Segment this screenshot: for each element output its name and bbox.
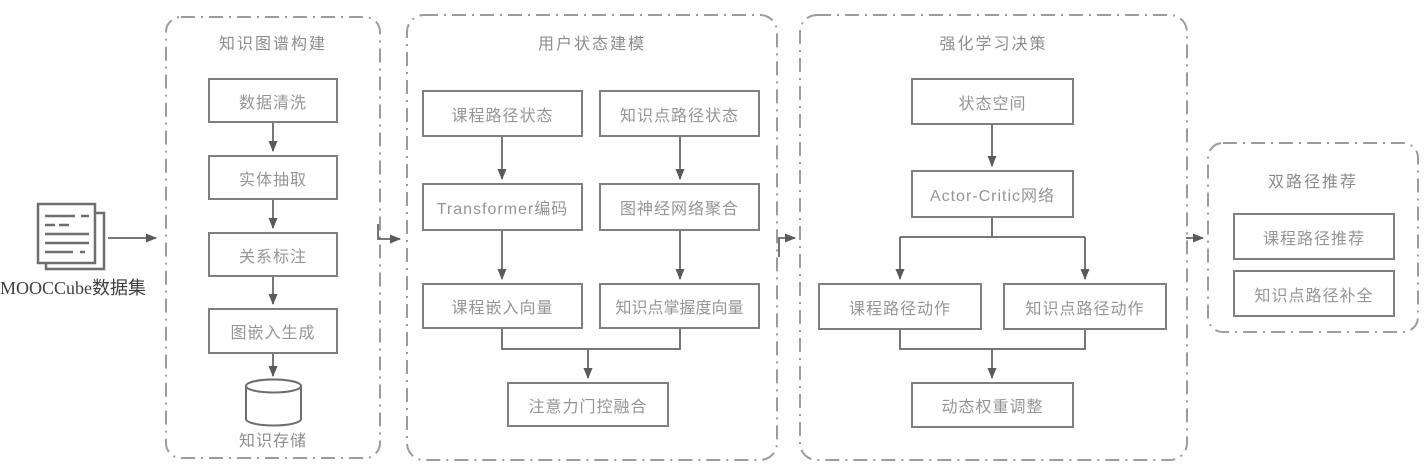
node-course-path-action: 课程路径动作 — [818, 283, 982, 330]
node-actor-critic-network: Actor-Critic网络 — [911, 170, 1074, 218]
node-course-path-state: 课程路径状态 — [422, 90, 583, 137]
node-data-cleaning: 数据清洗 — [208, 78, 338, 123]
node-course-path-recommendation: 课程路径推荐 — [1233, 213, 1395, 260]
line-stage3-split — [900, 218, 1085, 238]
node-course-embedding-vector: 课程嵌入向量 — [422, 283, 583, 329]
node-knowledge-path-action: 知识点路径动作 — [1003, 283, 1167, 330]
stage4-container-border — [1207, 142, 1419, 333]
stage2-title: 用户状态建模 — [537, 36, 646, 53]
node-state-space: 状态空间 — [911, 78, 1074, 125]
connector-arrows — [108, 123, 1204, 379]
database-icon — [245, 378, 302, 427]
knowledge-storage-label: 知识存储 — [238, 433, 307, 450]
node-knowledge-mastery-vector: 知识点掌握度向量 — [599, 283, 760, 329]
node-attention-gated-fusion: 注意力门控融合 — [507, 382, 669, 427]
stage3-container-border — [799, 14, 1188, 461]
stage1-container-border — [165, 16, 381, 459]
line-stage3-merge — [899, 330, 1086, 350]
stage4-title: 双路径推荐 — [1267, 174, 1358, 191]
source-dataset-label: MOOCCube数据集 — [0, 278, 147, 298]
stage2-container-border — [406, 14, 778, 461]
node-relation-annotation: 关系标注 — [208, 232, 338, 277]
node-entity-extraction: 实体抽取 — [208, 155, 338, 200]
stage1-title: 知识图谱构建 — [218, 36, 327, 53]
node-knowledge-path-completion: 知识点路径补全 — [1233, 270, 1395, 317]
document-icon — [36, 202, 106, 271]
line-stage2-merge — [501, 329, 681, 350]
node-gnn-aggregation: 图神经网络聚合 — [599, 183, 760, 231]
node-knowledge-path-state: 知识点路径状态 — [599, 90, 760, 137]
node-graph-embedding: 图嵌入生成 — [208, 308, 338, 354]
node-transformer-encoder: Transformer编码 — [422, 183, 583, 231]
arrow-stage1-to-stage2 — [377, 224, 401, 244]
stage3-title: 强化学习决策 — [939, 36, 1048, 53]
arrow-stage2-to-stage3 — [778, 233, 796, 257]
node-dynamic-weight-adjust: 动态权重调整 — [911, 382, 1074, 428]
